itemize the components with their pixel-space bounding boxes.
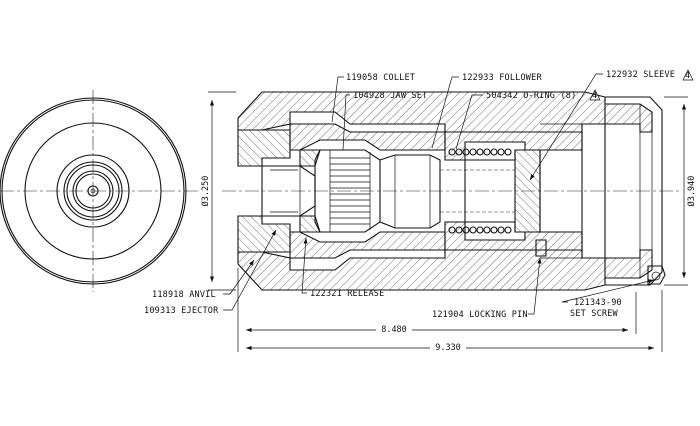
jaw-threads [329, 150, 371, 232]
ejector-label: 109313 EJECTOR [144, 306, 219, 316]
collet-label: 119058 COLLET [346, 73, 415, 83]
locking-pin-label: 121904 LOCKING PIN [432, 310, 528, 320]
o-ring-label: 504342 O-RING (8) [486, 91, 576, 101]
anvil-label: 118918 ANVIL [152, 290, 216, 300]
spring-coils-bottom [448, 226, 512, 234]
left-diameter-dim: Ø3.250 [200, 176, 211, 207]
sleeve-label: 122932 SLEEVE [606, 70, 675, 80]
dimensions: Ø3.250 Ø3.940 8.480 9.330 [200, 91, 697, 353]
release-label: 122321 RELEASE [310, 289, 384, 299]
set-screw-part-label: 121343-90 [574, 298, 622, 308]
spring-coils-top [448, 148, 512, 156]
right-diameter-dim: Ø3.940 [686, 176, 697, 207]
jaw-set-label: 104928 JAW SET [353, 91, 427, 101]
end-view [0, 90, 200, 292]
section-view [222, 91, 680, 291]
length-overall-dim: 9.330 [435, 343, 461, 353]
o-ring-note: 4 [592, 91, 597, 101]
sleeve-note: 4 [685, 71, 690, 81]
length-inner-dim: 8.480 [381, 325, 407, 335]
set-screw-name-label: SET SCREW [570, 309, 619, 319]
follower-label: 122933 FOLLOWER [462, 73, 542, 83]
callouts: 119058 COLLET 104928 JAW SET 122933 FOLL… [144, 69, 694, 320]
